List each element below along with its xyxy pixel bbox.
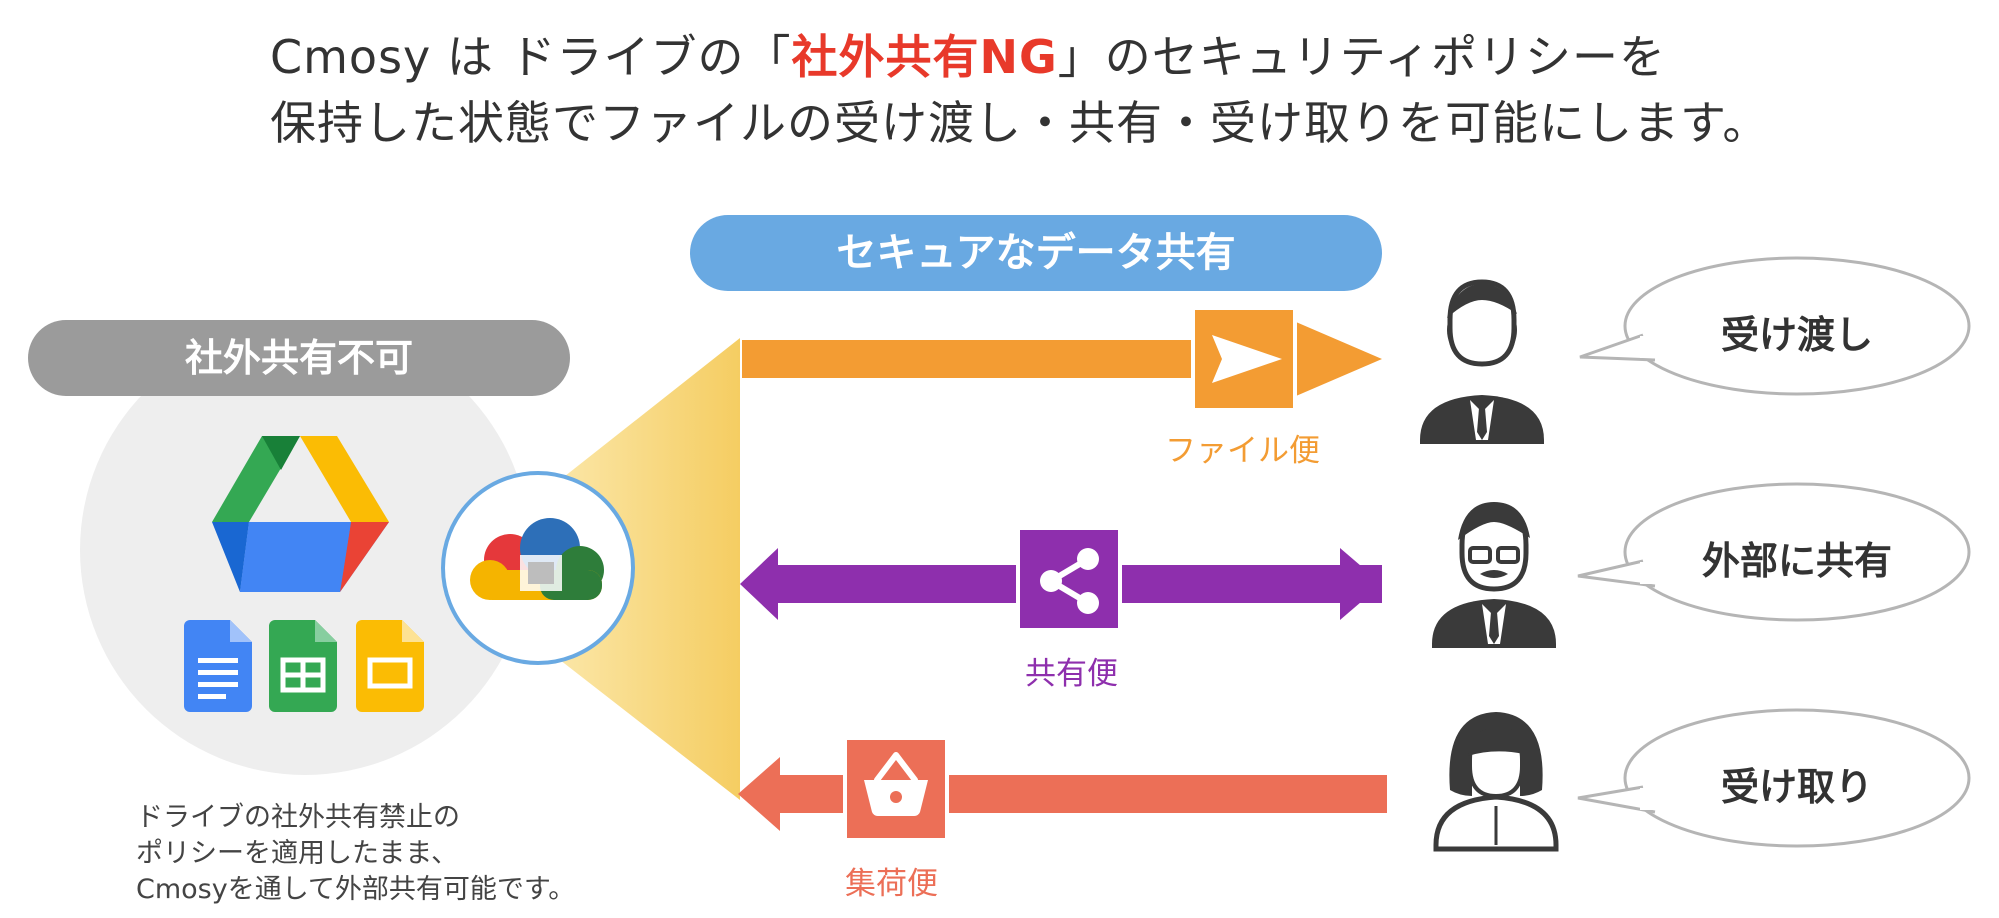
bubble-text-handover: 受け渡し xyxy=(1720,313,1873,357)
headline-pre: Cmosy は ドライブの「 xyxy=(270,30,792,84)
policy-note-line-3: Cmosyを通して外部共有可能です。 xyxy=(136,874,576,905)
flow-pickup xyxy=(738,736,1387,842)
speech-bubble-3 xyxy=(1577,708,1971,848)
no-external-share-label: 社外共有不可 xyxy=(184,336,413,380)
flow-file-delivery xyxy=(742,306,1382,412)
google-drive-icon xyxy=(212,436,389,592)
cmosy-cloud-icon xyxy=(470,518,604,600)
secure-share-pill: セキュアなデータ共有 xyxy=(690,215,1382,291)
headline-highlight: 社外共有NG xyxy=(791,30,1058,84)
pickup-caption: 集荷便 xyxy=(845,866,938,902)
beam-shape xyxy=(560,338,740,800)
bubble-text-receive: 受け取り xyxy=(1720,765,1873,809)
no-external-share-pill: 社外共有不可 xyxy=(28,320,570,396)
speech-bubble-1 xyxy=(1579,256,1971,396)
share-icon xyxy=(1040,548,1099,614)
policy-note-line-1: ドライブの社外共有禁止の xyxy=(136,802,460,833)
basket-icon xyxy=(864,752,928,817)
headline-line-1: Cmosy は ドライブの「社外共有NG」のセキュリティポリシーを xyxy=(270,34,1666,80)
google-slides-icon xyxy=(356,620,424,712)
headline-line-2: 保持した状態でファイルの受け渡し・共有・受け取りを可能にします。 xyxy=(270,96,1770,150)
policy-note: ドライブの社外共有禁止の ポリシーを適用したまま、 Cmosyを通して外部共有可… xyxy=(136,800,575,908)
send-icon xyxy=(1212,335,1282,383)
businessman-icon xyxy=(1420,279,1544,444)
woman-icon xyxy=(1433,712,1559,852)
mustache-man-icon xyxy=(1432,502,1556,648)
policy-note-line-2: ポリシーを適用したまま、 xyxy=(136,838,459,869)
google-sheets-icon xyxy=(269,620,337,712)
secure-share-label: セキュアなデータ共有 xyxy=(836,230,1236,276)
flow-share xyxy=(740,526,1382,632)
share-caption: 共有便 xyxy=(1025,656,1118,692)
headline-post: 」のセキュリティポリシーを xyxy=(1057,30,1667,84)
file-delivery-caption: ファイル便 xyxy=(1165,433,1320,469)
speech-bubble-2 xyxy=(1577,482,1971,622)
bubble-text-external-share: 外部に共有 xyxy=(1701,539,1892,583)
google-docs-icon xyxy=(184,620,252,712)
